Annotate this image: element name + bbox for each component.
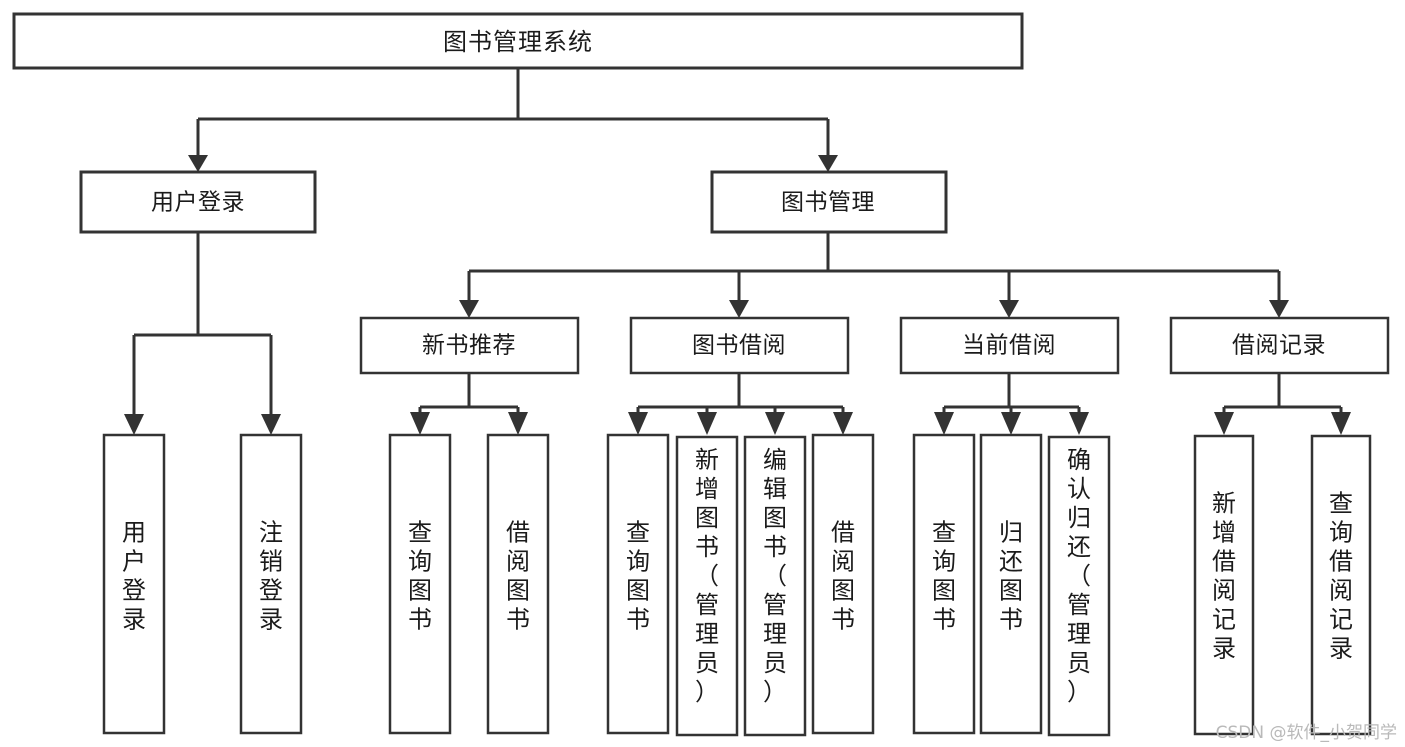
edge-group-borrow-record xyxy=(1214,373,1351,435)
node-leaf-add-record[interactable]: 新增借阅记录 xyxy=(1193,434,1255,736)
arrowhead-leaf-add-record xyxy=(1214,412,1234,435)
node-book-borrow-label: 图书借阅 xyxy=(692,333,786,359)
node-leaf-user-logout-box[interactable] xyxy=(239,433,303,735)
arrowhead-user-login xyxy=(188,155,208,172)
node-new-book-recommend-label: 新书推荐 xyxy=(422,333,516,359)
arrowhead-leaf-query-book-3 xyxy=(934,412,954,435)
arrowhead-leaf-query-book-1 xyxy=(410,412,430,435)
node-leaf-query-record-box[interactable] xyxy=(1310,434,1372,736)
node-leaf-confirm-return-box[interactable] xyxy=(1047,435,1111,737)
node-leaf-edit-book[interactable]: 编辑图书（管理员） xyxy=(743,435,807,737)
arrowhead-leaf-add-book xyxy=(697,412,717,435)
node-leaf-confirm-return-label: 确认归还（管理员） xyxy=(1067,446,1091,706)
node-leaf-query-book-1-box[interactable] xyxy=(388,433,452,735)
edge-group-user-login xyxy=(124,232,281,435)
edge-group-root xyxy=(188,68,838,172)
node-leaf-query-book-1[interactable]: 查询图书 xyxy=(388,433,452,735)
node-leaf-query-book-3[interactable]: 查询图书 xyxy=(912,433,976,735)
node-leaf-return-book-label: 归还图书 xyxy=(999,519,1023,634)
node-leaf-add-record-box[interactable] xyxy=(1193,434,1255,736)
arrowhead-leaf-query-record xyxy=(1331,412,1351,435)
node-user-login-box[interactable] xyxy=(79,170,317,234)
node-leaf-query-book-2-label: 查询图书 xyxy=(626,519,650,634)
csdn-watermark: CSDN @软件_小贺同学 xyxy=(1215,723,1397,743)
edge-group-book-borrow xyxy=(628,373,853,435)
arrowhead-book-borrow xyxy=(729,300,749,318)
arrowhead-leaf-query-book-2 xyxy=(628,412,648,435)
node-leaf-borrow-book-1-box[interactable] xyxy=(486,433,550,735)
node-book-manage-label: 图书管理 xyxy=(781,190,875,216)
node-book-manage-box[interactable] xyxy=(710,170,948,234)
node-book-manage[interactable]: 图书管理 xyxy=(710,170,948,234)
node-leaf-edit-book-box[interactable] xyxy=(743,435,807,737)
node-leaf-user-login[interactable]: 用户登录 xyxy=(102,433,166,735)
node-leaf-user-login-label: 用户登录 xyxy=(122,519,146,634)
node-root-box[interactable] xyxy=(12,12,1024,70)
edge-group-book-manage xyxy=(459,232,1289,318)
node-new-book-recommend[interactable]: 新书推荐 xyxy=(359,316,580,375)
node-leaf-query-book-1-label: 查询图书 xyxy=(408,519,432,634)
node-leaf-borrow-book-1[interactable]: 借阅图书 xyxy=(486,433,550,735)
node-leaf-return-book[interactable]: 归还图书 xyxy=(979,433,1043,735)
node-leaf-user-logout[interactable]: 注销登录 xyxy=(239,433,303,735)
node-leaf-return-book-box[interactable] xyxy=(979,433,1043,735)
arrowhead-leaf-confirm-return xyxy=(1069,412,1089,435)
node-book-borrow-box[interactable] xyxy=(629,316,850,375)
arrowhead-leaf-return-book xyxy=(1001,412,1021,435)
node-leaf-borrow-book-2-label: 借阅图书 xyxy=(831,519,855,634)
arrowhead-current-borrow xyxy=(999,300,1019,318)
node-user-login[interactable]: 用户登录 xyxy=(79,170,317,234)
node-leaf-query-record[interactable]: 查询借阅记录 xyxy=(1310,434,1372,736)
node-leaf-user-login-box[interactable] xyxy=(102,433,166,735)
node-leaf-edit-book-label: 编辑图书（管理员） xyxy=(763,446,787,706)
node-leaf-borrow-book-1-label: 借阅图书 xyxy=(506,519,530,634)
node-leaf-user-logout-label: 注销登录 xyxy=(259,519,283,634)
arrowhead-leaf-user-logout xyxy=(261,414,281,435)
arrowhead-leaf-borrow-book-1 xyxy=(508,412,528,435)
node-new-book-recommend-box[interactable] xyxy=(359,316,580,375)
arrowhead-leaf-edit-book xyxy=(765,412,785,435)
edge-group-current-borrow xyxy=(934,373,1089,435)
node-leaf-query-book-2-box[interactable] xyxy=(606,433,670,735)
node-root[interactable]: 图书管理系统 xyxy=(12,12,1024,70)
node-leaf-confirm-return[interactable]: 确认归还（管理员） xyxy=(1047,435,1111,737)
node-borrow-record-label: 借阅记录 xyxy=(1232,333,1326,359)
node-user-login-label: 用户登录 xyxy=(151,190,245,216)
arrowhead-borrow-record xyxy=(1269,300,1289,318)
arrowhead-new-book-recommend xyxy=(459,300,479,318)
node-book-borrow[interactable]: 图书借阅 xyxy=(629,316,850,375)
node-leaf-query-record-label: 查询借阅记录 xyxy=(1329,490,1353,663)
node-leaf-add-record-label: 新增借阅记录 xyxy=(1212,490,1236,663)
node-root-label: 图书管理系统 xyxy=(443,28,593,56)
arrowhead-book-manage xyxy=(818,155,838,172)
node-current-borrow[interactable]: 当前借阅 xyxy=(899,316,1120,375)
node-current-borrow-box[interactable] xyxy=(899,316,1120,375)
arrowhead-leaf-user-login xyxy=(124,414,144,435)
node-leaf-borrow-book-2-box[interactable] xyxy=(811,433,875,735)
node-current-borrow-label: 当前借阅 xyxy=(962,333,1056,359)
arrowhead-leaf-borrow-book-2 xyxy=(833,412,853,435)
node-leaf-query-book-3-label: 查询图书 xyxy=(932,519,956,634)
node-leaf-query-book-3-box[interactable] xyxy=(912,433,976,735)
edge-group-new-book-recommend xyxy=(410,373,528,435)
node-leaf-add-book[interactable]: 新增图书（管理员） xyxy=(675,435,739,737)
node-leaf-add-book-label: 新增图书（管理员） xyxy=(695,446,719,706)
node-leaf-borrow-book-2[interactable]: 借阅图书 xyxy=(811,433,875,735)
node-borrow-record[interactable]: 借阅记录 xyxy=(1169,316,1390,375)
node-leaf-add-book-box[interactable] xyxy=(675,435,739,737)
node-borrow-record-box[interactable] xyxy=(1169,316,1390,375)
node-leaf-query-book-2[interactable]: 查询图书 xyxy=(606,433,670,735)
